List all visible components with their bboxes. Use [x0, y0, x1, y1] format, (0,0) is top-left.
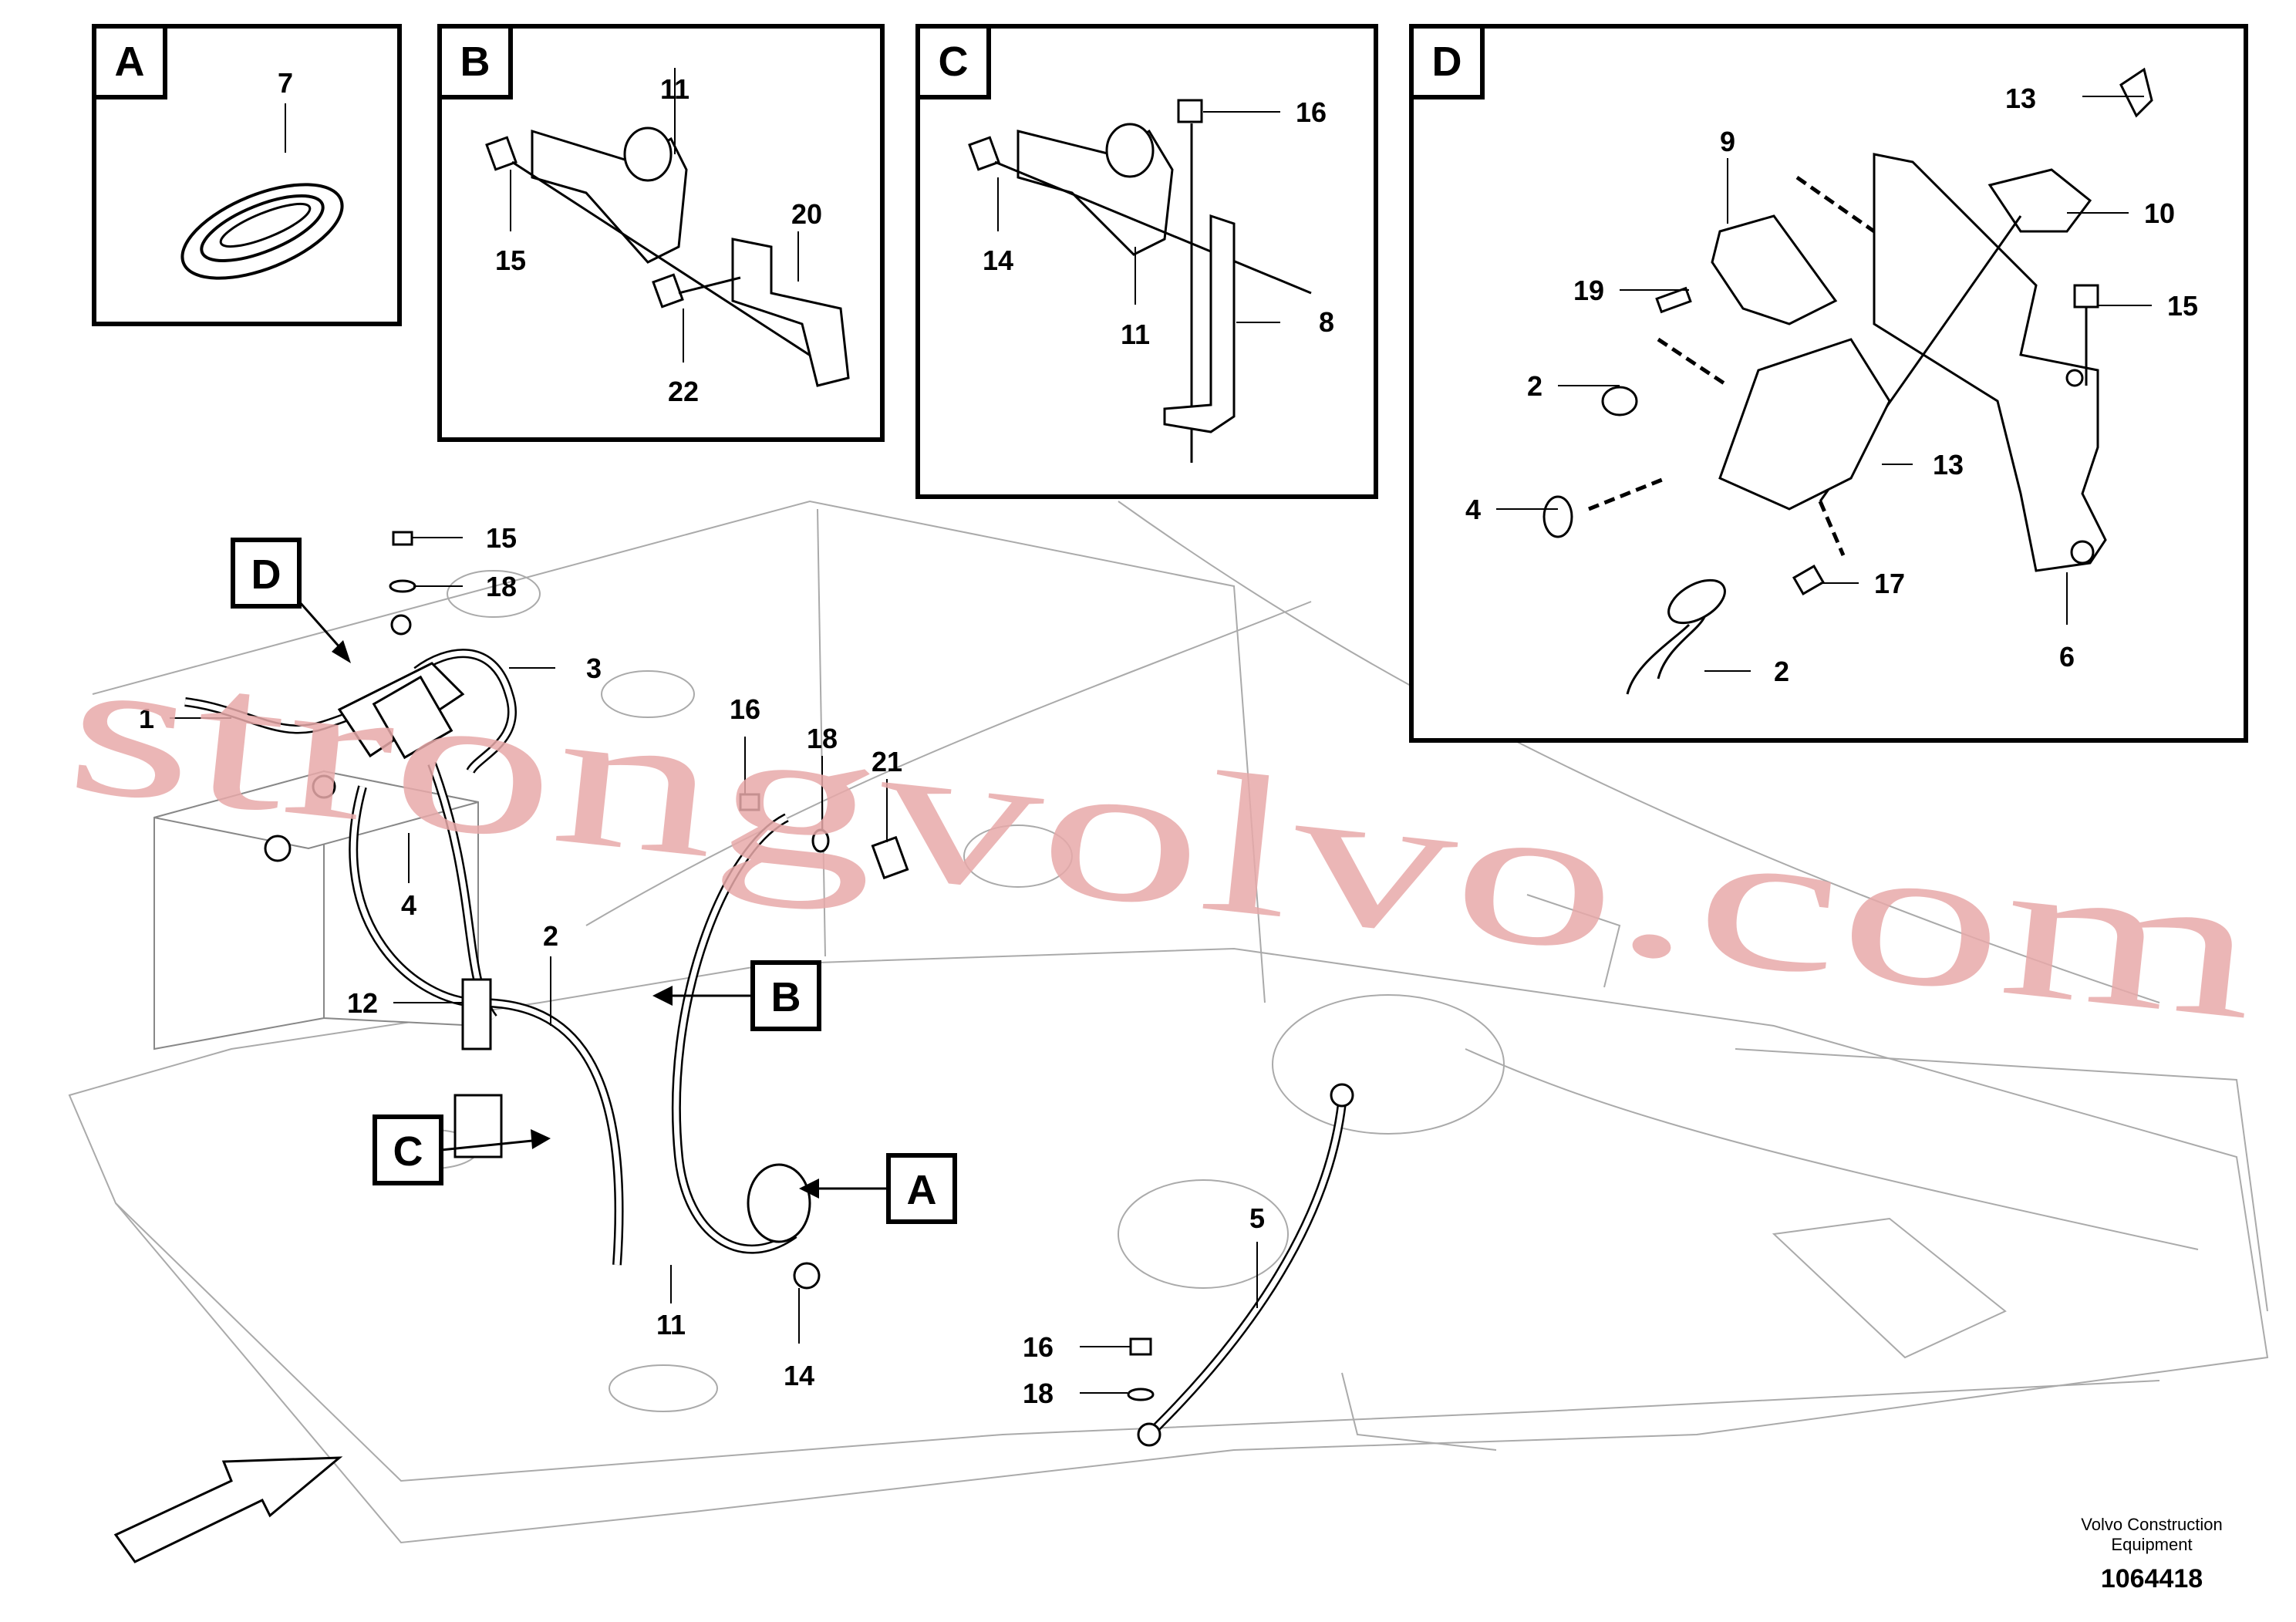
callout: 13: [2005, 83, 2036, 114]
callout: 19: [1573, 275, 1604, 306]
direction-arrow-icon: [113, 1456, 343, 1563]
callout: 7: [278, 67, 293, 99]
inset-b: B 11 20 15 22: [437, 24, 885, 442]
callout: 9: [1720, 126, 1735, 157]
callout: 15: [486, 522, 517, 554]
inset-b-tag: B: [460, 39, 491, 85]
inset-d-tag: D: [1432, 39, 1462, 85]
callout: 2: [543, 920, 558, 952]
callout: 11: [1121, 319, 1150, 350]
callout: 13: [1933, 449, 1964, 481]
callout: 18: [1023, 1378, 1054, 1409]
main-tag-a: A: [907, 1167, 937, 1213]
callout: 21: [872, 746, 902, 777]
callout: 18: [486, 571, 517, 602]
inset-c-tag: C: [939, 39, 969, 85]
callout: 4: [401, 889, 416, 921]
cables: [184, 649, 1354, 1447]
main-callouts: 15 18 3 1 16 18 21 4 2 12 11 14 5 16 18: [139, 522, 1265, 1409]
main-tag-c: C: [393, 1128, 423, 1175]
inset-c: C 16 14 11 8: [915, 24, 1378, 499]
callout: 11: [656, 1309, 686, 1340]
callout: 10: [2144, 197, 2175, 229]
callout: 12: [347, 987, 378, 1019]
callout: 2: [1774, 656, 1789, 687]
callout: 17: [1874, 568, 1905, 599]
callout: 6: [2059, 641, 2075, 673]
callout: 22: [668, 376, 699, 407]
callout: 5: [1249, 1202, 1265, 1234]
inset-d: D 13 9 10 19 15 2 13 4: [1409, 24, 2248, 743]
callout: 15: [2167, 290, 2198, 322]
main-tag-b: B: [771, 974, 801, 1020]
fasteners: [389, 531, 1155, 1401]
callout: 15: [495, 244, 526, 276]
callout: 3: [586, 653, 602, 684]
main-tag-d: D: [251, 551, 282, 598]
callout: 14: [784, 1360, 814, 1391]
company-name-line1: Volvo Construction: [2081, 1515, 2222, 1534]
drawing-number: 1064418: [2101, 1564, 2203, 1593]
callout: 18: [807, 723, 838, 754]
callout: 11: [660, 73, 689, 105]
company-name-line2: Equipment: [2111, 1535, 2192, 1554]
inset-a-tag: A: [115, 39, 145, 85]
callout: 8: [1319, 306, 1334, 338]
callout: 16: [1296, 96, 1327, 128]
callout: 16: [730, 693, 760, 725]
callout: 4: [1465, 494, 1481, 525]
inset-a: A 7: [92, 24, 402, 326]
callout: 14: [983, 244, 1013, 276]
callout: 2: [1527, 370, 1542, 402]
callout: 16: [1023, 1331, 1054, 1363]
callout: 1: [139, 703, 154, 734]
battery-disconnect-switch: [264, 614, 465, 862]
grommet-icon: [180, 183, 344, 280]
main-tags: D B C A: [231, 538, 957, 1224]
callout: 20: [791, 198, 822, 230]
